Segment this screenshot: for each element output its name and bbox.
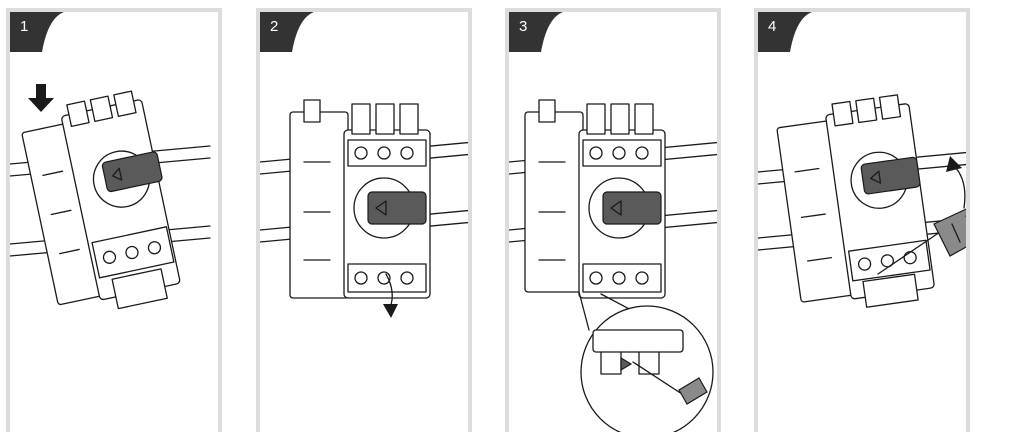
step-tab-4 (758, 12, 812, 52)
magnifier-detail-icon (578, 291, 714, 432)
screwdriver-icon (877, 208, 966, 275)
rotate-arrow-icon (383, 273, 398, 318)
step-number-4: 4 (768, 18, 777, 35)
step-tab-1 (10, 12, 64, 52)
disconnect-switch (776, 94, 935, 308)
arrow-down-icon (28, 84, 54, 112)
step-tab-2 (260, 12, 314, 52)
step-panel-1: 1 (6, 8, 222, 432)
step-number-3: 3 (519, 18, 528, 35)
step-3-illustration (509, 99, 717, 432)
step-tab-3 (509, 12, 563, 52)
disconnect-switch (524, 99, 666, 299)
step-panel-3: 3 (505, 8, 721, 432)
step-panel-2: 2 (256, 8, 472, 432)
disconnect-switch (21, 90, 181, 310)
step-panel-4: 4 (754, 8, 970, 432)
rotate-arrow-icon (946, 156, 966, 209)
disconnect-switch (289, 99, 431, 299)
step-2-illustration (260, 99, 468, 318)
step-1-illustration (10, 84, 211, 310)
step-4-illustration (758, 94, 966, 308)
step-number-2: 2 (270, 18, 279, 35)
step-number-1: 1 (20, 18, 29, 35)
